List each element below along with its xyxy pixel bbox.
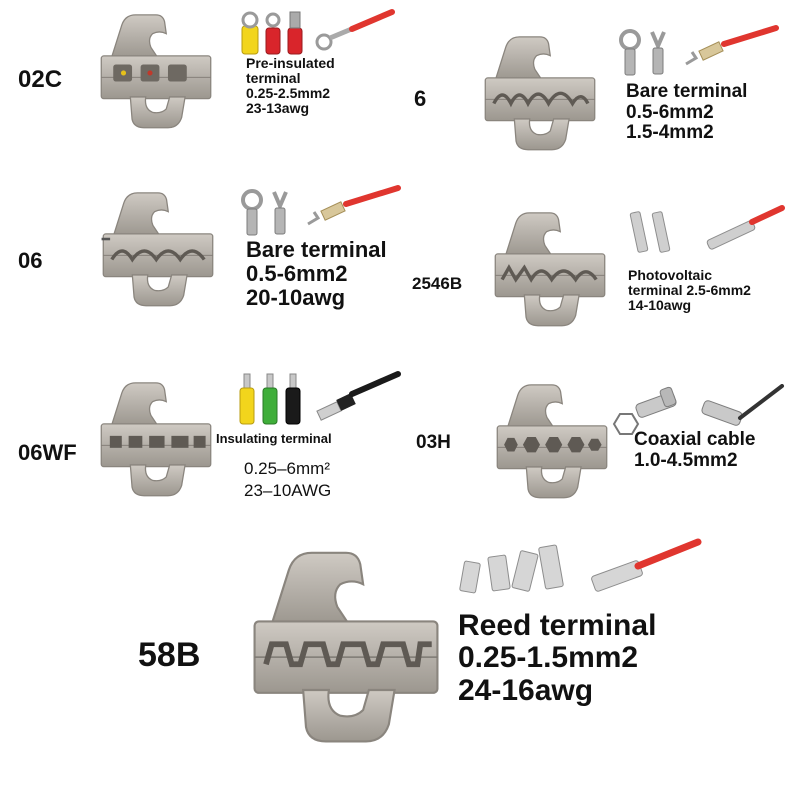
desc-line: Pre-insulated (246, 55, 335, 71)
desc-line: 1.0-4.5mm2 (634, 449, 738, 471)
crimp-die-6-image (484, 36, 596, 151)
desc-line: 23–10AWG (244, 481, 332, 501)
desc-line: 1.5-4mm2 (626, 122, 714, 144)
crimp-die-58b-image (253, 551, 439, 743)
product-code: 02C (18, 66, 63, 93)
crimp-die-03h-image (496, 384, 608, 499)
product-description: Bare terminal 0.5-6mm2 20-10awg (246, 238, 387, 309)
crimp-die-06wf-image (100, 382, 212, 497)
product-description: Coaxial cable 1.0-4.5mm2 (634, 429, 756, 471)
desc-line: Coaxial cable (634, 429, 756, 450)
desc-line: 0.5-6mm2 (626, 101, 714, 123)
product-code: 06WF (18, 440, 77, 465)
desc-line: 23-13awg (246, 100, 310, 117)
product-code: 58B (138, 636, 201, 674)
desc-line: terminal (246, 70, 301, 87)
crimp-die-02c-image (100, 14, 212, 129)
product-code: 2546B (412, 274, 463, 293)
desc-line: Reed terminal (458, 609, 657, 642)
product-description: Photovoltaic terminal 2.5-6mm2 14-10awg (628, 267, 751, 314)
desc-line: Bare terminal (626, 81, 748, 102)
desc-line: Insulating terminal (216, 431, 332, 446)
bare-terminals-image (619, 25, 779, 76)
desc-line: terminal 2.5-6mm2 (628, 282, 751, 299)
product-description-sizes: 0.25–6mm² 23–10AWG (244, 458, 331, 502)
desc-line: Photovoltaic (628, 267, 713, 283)
product-description: Pre-insulated terminal 0.25-2.5mm2 23-13… (246, 55, 335, 117)
bare-terminals-image (241, 185, 401, 236)
product-code: 06 (18, 248, 43, 273)
crimp-die-06-image (101, 192, 214, 307)
photovoltaic-terminals-image (629, 205, 785, 253)
product-code: 6 (414, 86, 427, 111)
pre-insulated-terminals-image (241, 9, 395, 55)
desc-line: 20-10awg (246, 284, 346, 310)
desc-line: 0.25-2.5mm2 (246, 85, 331, 102)
product-code: 03H (416, 432, 451, 453)
desc-line: 0.25-1.5mm2 (458, 641, 639, 675)
product-description: Bare terminal 0.5-6mm2 1.5-4mm2 (626, 81, 748, 144)
desc-line: 0.25–6mm² (244, 459, 330, 478)
desc-line: 0.5-6mm2 (246, 260, 348, 286)
coaxial-connectors-image (612, 384, 784, 435)
desc-line: 14-10awg (628, 297, 692, 314)
desc-line: Bare terminal (246, 237, 387, 262)
reed-terminals-image (459, 538, 702, 594)
crimp-die-2546b-image (494, 212, 606, 327)
insulating-terminals-image (239, 371, 401, 425)
product-description: Insulating terminal (216, 431, 332, 446)
desc-line: 24-16awg (458, 673, 594, 707)
product-description: Reed terminal 0.25-1.5mm2 24-16awg (458, 609, 657, 707)
